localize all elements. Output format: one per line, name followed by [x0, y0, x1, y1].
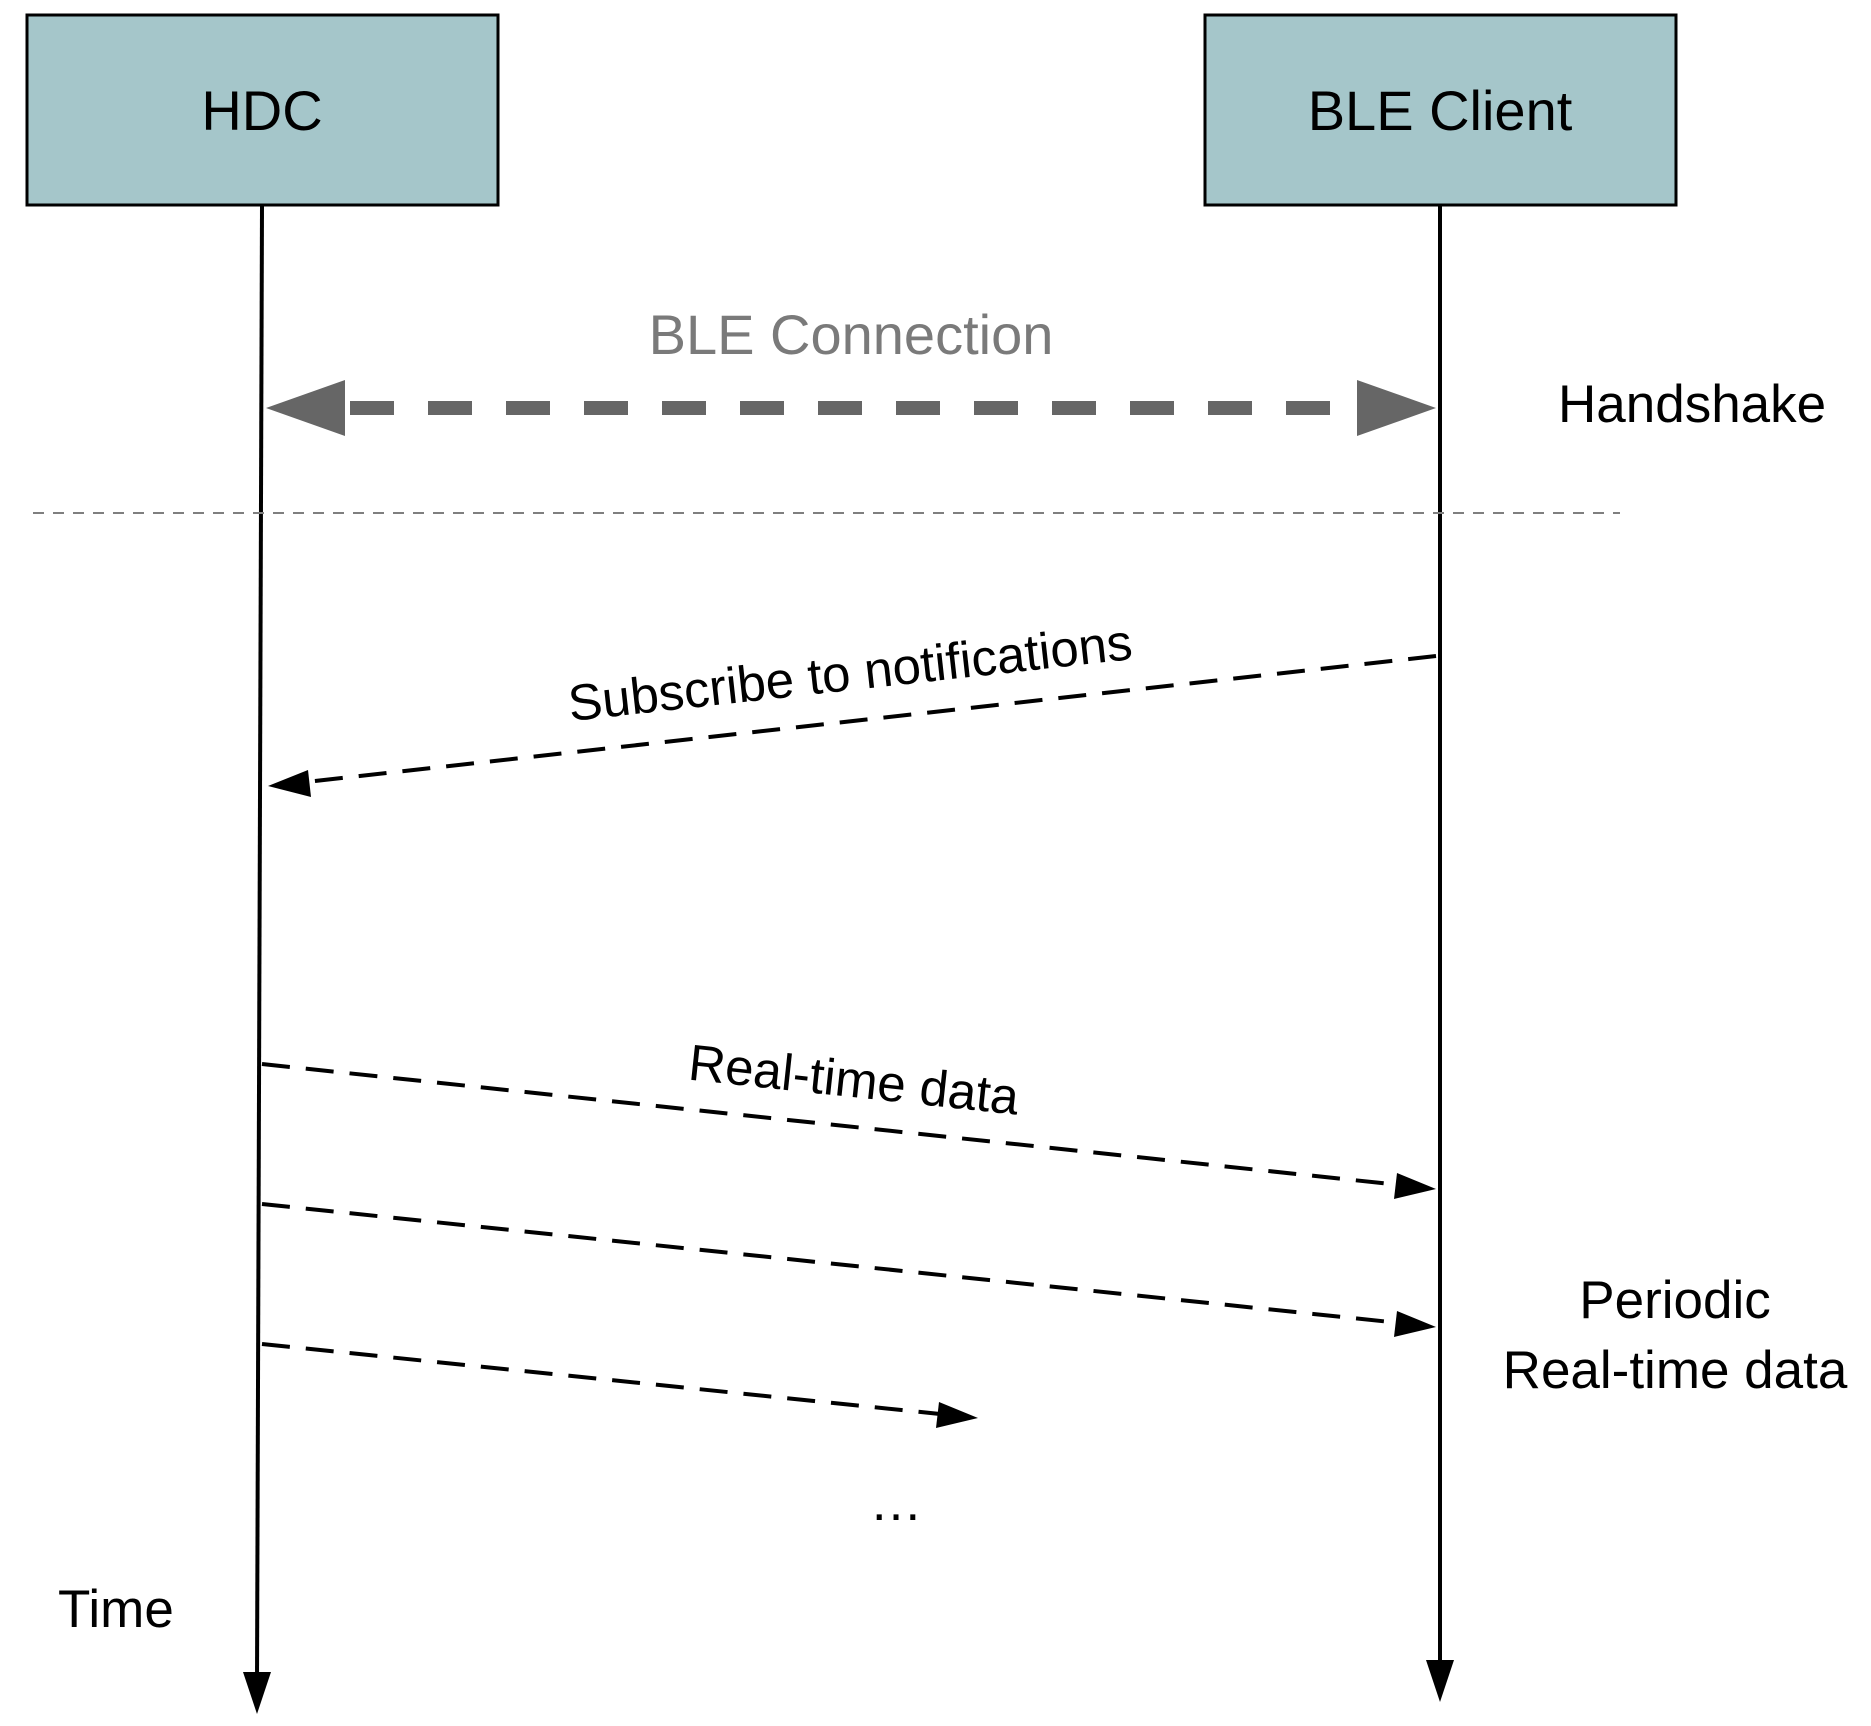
ble-connection-arrow [266, 380, 1436, 436]
hdc-lifeline [255, 204, 264, 1681]
realtime-message-shaft-3 [261, 1342, 941, 1416]
periodic-label-line1: Periodic [1579, 1271, 1770, 1330]
participant-ble-client-label: BLE Client [1308, 79, 1573, 142]
ble-connection-label: BLE Connection [649, 303, 1054, 366]
subscribe-message-arrow [268, 654, 1437, 797]
ble-connection-arrowhead-right [1357, 380, 1436, 436]
participant-ble-client-box [1203, 13, 1678, 207]
ble-client-lifeline-arrowhead [1426, 1660, 1454, 1702]
participant-hdc-label: HDC [201, 79, 322, 142]
realtime-message-arrowhead-2 [1394, 1311, 1436, 1337]
realtime-message-shaft-1 [261, 1062, 1401, 1187]
continuation-ellipsis: … [870, 1473, 923, 1532]
realtime-message-label: Real-time data [686, 1034, 1022, 1126]
periodic-label-line2: Real-time data [1503, 1341, 1848, 1400]
ble-connection-arrowhead-left [266, 380, 345, 436]
subscribe-message-label: Subscribe to notifications [565, 613, 1135, 732]
handshake-label: Handshake [1558, 375, 1826, 434]
subscribe-message-arrowhead [268, 770, 311, 797]
realtime-message-arrow-3 [261, 1342, 978, 1428]
time-axis-label: Time [58, 1580, 174, 1639]
hdc-lifeline-arrowhead [243, 1672, 271, 1714]
participant-hdc-box [25, 13, 500, 207]
subscribe-message-shaft [305, 654, 1437, 784]
realtime-message-arrow-2 [261, 1202, 1436, 1337]
participant-hdc: HDC [25, 13, 500, 207]
realtime-message-arrowhead-1 [1394, 1173, 1436, 1199]
participant-ble-client: BLE Client [1203, 13, 1678, 207]
realtime-message-arrow-1 [261, 1062, 1436, 1199]
realtime-message-arrowhead-3 [936, 1402, 978, 1428]
realtime-message-shaft-2 [261, 1202, 1401, 1325]
